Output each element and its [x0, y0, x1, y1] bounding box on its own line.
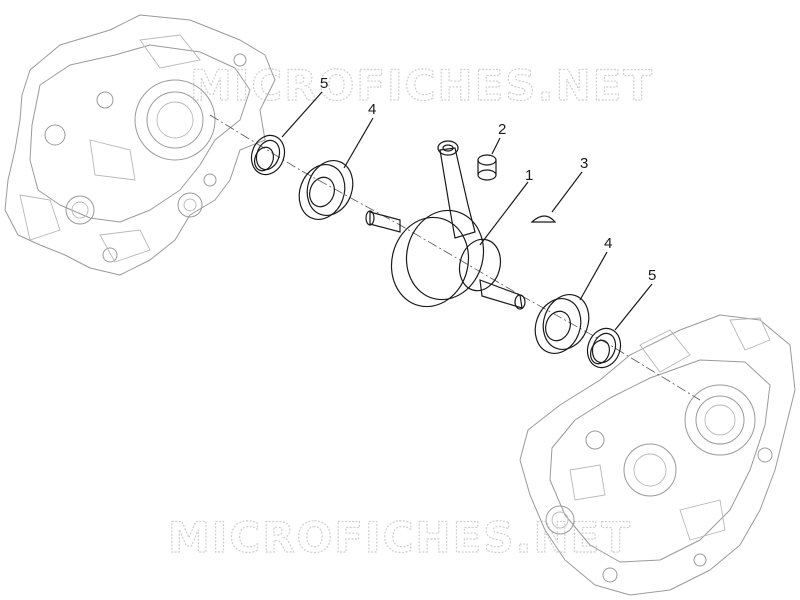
oil-seal-left — [250, 134, 286, 176]
leader-1 — [479, 181, 529, 246]
leader-5a — [281, 91, 323, 138]
right-crankcase-half — [519, 314, 796, 596]
callout-3: 3 — [580, 155, 588, 172]
callout-5-left: 5 — [320, 75, 328, 92]
leader-4b — [579, 251, 608, 301]
leader-2 — [491, 137, 501, 155]
woodruff-key — [530, 215, 557, 223]
left-crankcase-half — [4, 14, 276, 276]
bearing-right — [534, 294, 590, 354]
callout-5-right: 5 — [648, 267, 656, 284]
watermark-bottom: MICROFICHES.NET — [168, 513, 632, 562]
small-end-bushing — [477, 154, 497, 181]
bearing-left — [298, 160, 354, 220]
callout-2: 2 — [498, 121, 506, 138]
watermark-top: MICROFICHES.NET — [190, 61, 654, 110]
leader-5b — [614, 283, 653, 331]
oil-seal-right — [586, 327, 622, 369]
crankshaft-assembly — [365, 140, 526, 310]
assembly-axis — [209, 114, 701, 401]
leader-lines — [281, 91, 653, 331]
callout-4-right: 4 — [604, 235, 612, 252]
leader-4a — [343, 117, 374, 169]
leader-3 — [551, 171, 583, 213]
callout-4-left: 4 — [368, 101, 376, 118]
callout-1: 1 — [525, 167, 533, 184]
